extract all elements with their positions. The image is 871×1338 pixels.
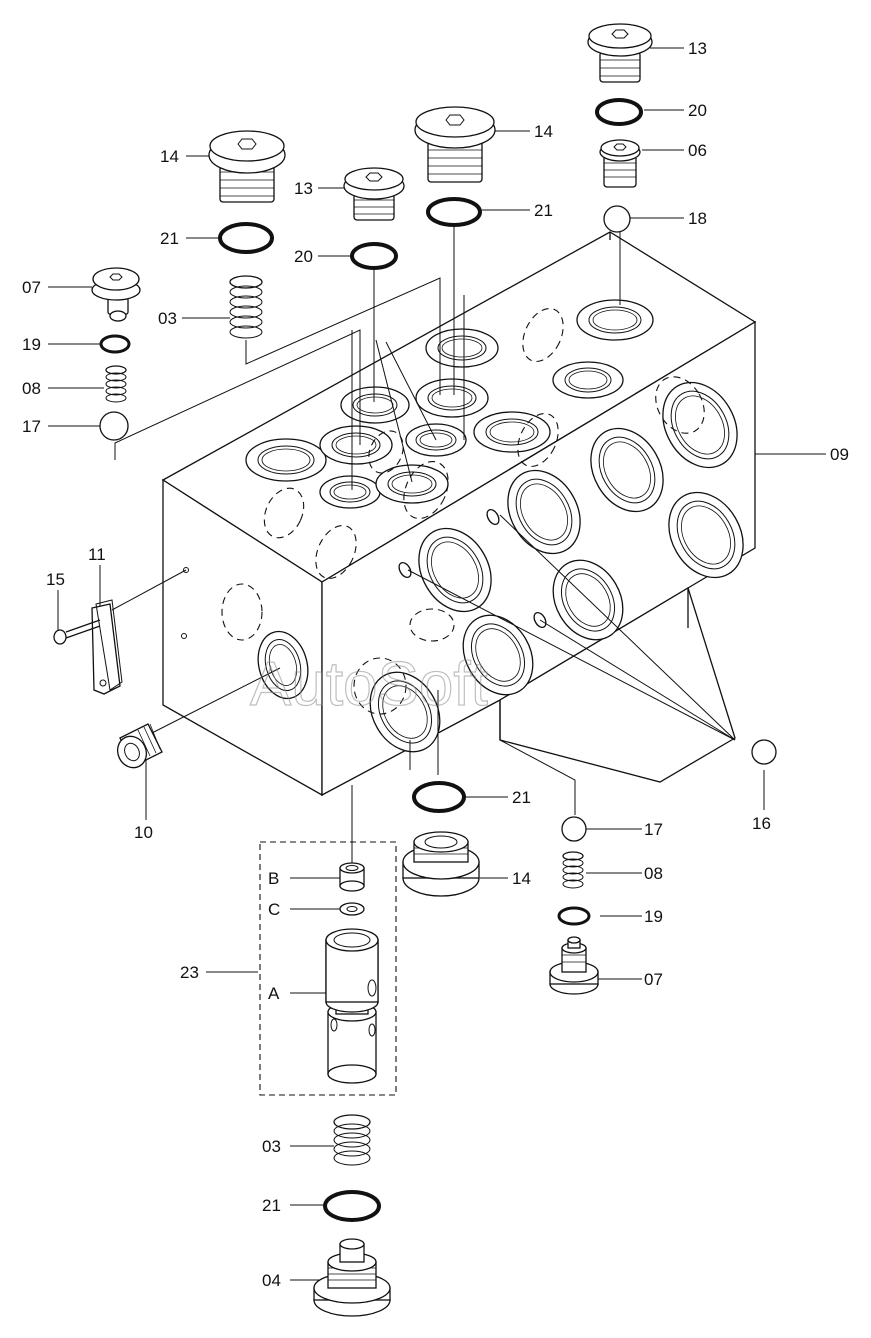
- label-03-bottom: 03: [262, 1137, 281, 1156]
- label-20-mid: 20: [294, 247, 313, 266]
- label-17-right: 17: [644, 820, 663, 839]
- plug-04: [313, 1238, 391, 1317]
- label-07-right: 07: [644, 970, 663, 989]
- spring-03-bottom: [333, 1114, 371, 1166]
- plug-07-left: [91, 267, 141, 322]
- plug-07-right: [549, 936, 599, 995]
- part-labels: 13 20 06 18 14 21 14 13 21 20 07 03 19 0…: [22, 39, 849, 1290]
- label-14-mid: 14: [534, 122, 553, 141]
- ball-16: [751, 739, 777, 765]
- label-09: 09: [830, 445, 849, 464]
- label-21-low: 21: [512, 788, 531, 807]
- label-16: 16: [752, 814, 771, 833]
- watermark-text: AutoSoft: [250, 650, 488, 719]
- label-15: 15: [46, 570, 65, 589]
- o-ring-19-right: [557, 906, 591, 926]
- label-14-low: 14: [512, 869, 531, 888]
- label-14-left: 14: [160, 147, 179, 166]
- part-B: [339, 862, 365, 892]
- spring-08-left: [105, 365, 127, 403]
- label-B: B: [268, 869, 279, 888]
- label-A: A: [268, 984, 280, 1003]
- assembly-23-box: [259, 841, 397, 1096]
- o-ring-21-left: [218, 222, 274, 254]
- label-21-bottom: 21: [262, 1196, 281, 1215]
- label-21-left: 21: [160, 229, 179, 248]
- plug-14-lower: [402, 831, 480, 897]
- spring-08-right: [562, 851, 584, 889]
- label-19-left: 19: [22, 335, 41, 354]
- o-ring-19-left: [99, 334, 131, 354]
- plug-13-top: [587, 23, 653, 83]
- part-C: [339, 902, 365, 916]
- label-13-top: 13: [688, 39, 707, 58]
- label-18: 18: [688, 209, 707, 228]
- screw-15: [53, 619, 101, 645]
- label-19-right: 19: [644, 907, 663, 926]
- plug-14-left: [208, 130, 286, 203]
- label-07-left: 07: [22, 278, 41, 297]
- ball-18: [603, 205, 631, 233]
- label-13-mid: 13: [294, 179, 313, 198]
- o-ring-20-mid: [350, 242, 398, 270]
- spring-03-left: [229, 275, 263, 339]
- plug-13-mid: [343, 167, 405, 221]
- label-23: 23: [180, 963, 199, 982]
- o-ring-20-top: [595, 98, 643, 126]
- label-20-top: 20: [688, 101, 707, 120]
- label-21-mid: 21: [534, 201, 553, 220]
- label-C: C: [268, 900, 280, 919]
- plug-06: [599, 139, 641, 188]
- o-ring-21-upper: [426, 197, 482, 227]
- plug-14-upper: [414, 106, 496, 183]
- ball-17-left: [99, 411, 129, 441]
- label-06: 06: [688, 141, 707, 160]
- label-03-left: 03: [158, 309, 177, 328]
- label-08-left: 08: [22, 379, 41, 398]
- callout-stubs: [48, 47, 826, 1281]
- o-ring-21-low: [412, 781, 466, 813]
- label-11: 11: [88, 545, 106, 564]
- ball-17-right: [561, 816, 587, 842]
- front-face-ports: [181, 487, 309, 700]
- plug-10: [116, 723, 163, 769]
- leader-lines: [111, 226, 736, 868]
- label-04: 04: [262, 1271, 281, 1290]
- right-face-ports: [315, 376, 744, 753]
- label-17-left: 17: [22, 417, 41, 436]
- cover-plate-11: [91, 599, 123, 695]
- label-10: 10: [134, 823, 153, 842]
- o-ring-21-bottom: [323, 1190, 381, 1222]
- top-face-ports: [245, 299, 654, 520]
- spool-A: [325, 928, 379, 1084]
- label-08-right: 08: [644, 864, 663, 883]
